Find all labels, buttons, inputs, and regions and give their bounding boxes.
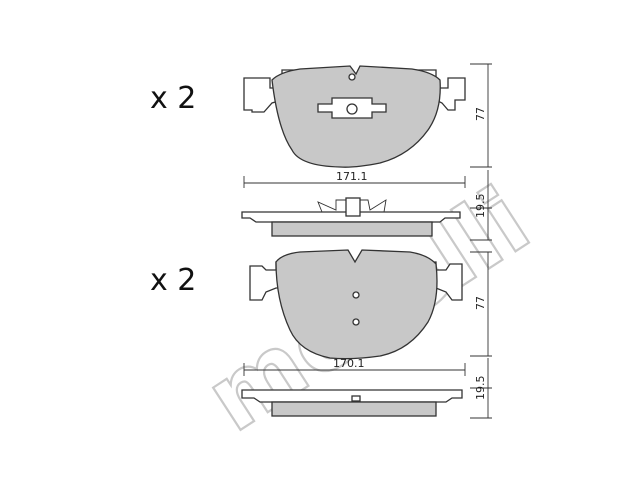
bottom-width-dimension: 170.1 [243, 357, 466, 376]
top-width-dimension: 171.1 [243, 170, 466, 188]
top-thickness-label: 19.5 [474, 194, 487, 219]
top-pad-sensor-hole [346, 103, 358, 115]
bottom-pad-side-view [241, 389, 463, 417]
bottom-pad-rivet-lower [352, 318, 360, 326]
bottom-height-label: 77 [474, 296, 487, 310]
bottom-width-label: 170.1 [333, 357, 365, 370]
top-pad-rivet [348, 73, 356, 81]
bottom-thickness-dimension: 19.5 [470, 358, 492, 419]
top-thickness-dimension: 19.5 [470, 170, 492, 241]
top-quantity-label: x 2 [150, 81, 196, 116]
bottom-quantity-label: x 2 [150, 263, 196, 298]
bottom-height-dimension: 77 [470, 251, 492, 357]
top-width-label: 171.1 [336, 170, 368, 183]
bottom-pad-friction-material [275, 249, 438, 360]
top-side-backing-plate [241, 211, 461, 223]
top-pad-side-view [241, 197, 461, 237]
bottom-side-clip [351, 395, 361, 402]
top-pad-front-view [243, 65, 466, 168]
bottom-pad-rivet-upper [352, 291, 360, 299]
top-height-label: 77 [474, 107, 487, 121]
top-height-dimension: 77 [470, 63, 492, 168]
bottom-side-friction-material [271, 401, 437, 417]
bottom-thickness-label: 19.5 [474, 376, 487, 401]
bottom-pad-front-view [249, 249, 463, 360]
top-side-clip-center [345, 197, 361, 217]
top-side-friction-material [271, 221, 433, 237]
